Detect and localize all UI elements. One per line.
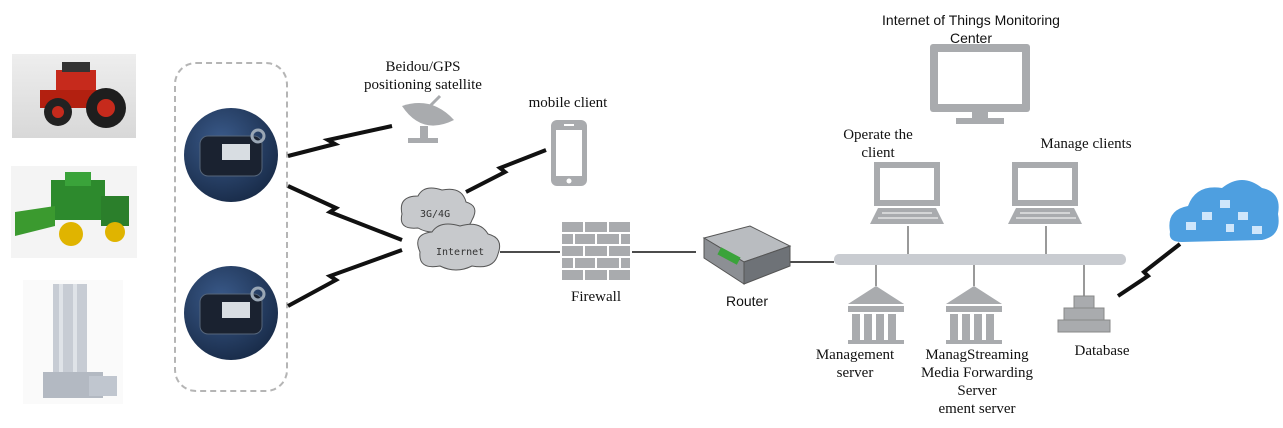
iot-center-label: Internet of Things Monitoring Center bbox=[882, 12, 1060, 46]
server-building-icon bbox=[946, 286, 1002, 344]
database-label: Database bbox=[1074, 343, 1130, 359]
streaming-server-label: ManagStreaming Media Forwarding Server e… bbox=[920, 347, 1034, 417]
mobile-phone-icon bbox=[551, 120, 587, 186]
brick-wall-icon bbox=[562, 222, 630, 280]
cloud-3g4g-label: 3G/4G bbox=[420, 209, 450, 220]
tractor-photo bbox=[12, 54, 136, 138]
gps-terminal-device bbox=[184, 108, 278, 202]
mobile-client-label: mobile client bbox=[528, 95, 608, 111]
management-server-label: Management server bbox=[815, 347, 895, 381]
terminal-group-box bbox=[174, 62, 288, 392]
wireless-link bbox=[287, 184, 403, 242]
large-monitor-icon bbox=[930, 44, 1030, 124]
firewall-label: Firewall bbox=[571, 289, 621, 305]
cloud-network-icon bbox=[1169, 180, 1279, 242]
database-stack-icon bbox=[1057, 295, 1111, 333]
manage-clients-label: Manage clients bbox=[1040, 136, 1132, 152]
network-bus bbox=[834, 254, 1126, 265]
desktop-computer-icon bbox=[870, 162, 944, 224]
grain-dryer-tower-photo bbox=[23, 280, 123, 404]
gps-terminal-device bbox=[184, 266, 278, 360]
cloud-internet-label: Internet bbox=[436, 247, 484, 258]
wireless-link bbox=[287, 124, 393, 158]
satellite-label: Beidou/GPS positioning satellite bbox=[364, 59, 482, 93]
wireless-link bbox=[1116, 242, 1182, 298]
wireless-link bbox=[287, 248, 403, 308]
router-label: Router bbox=[725, 293, 769, 309]
satellite-dish-icon bbox=[402, 94, 454, 143]
server-building-icon bbox=[848, 286, 904, 344]
wireless-link bbox=[465, 148, 547, 194]
operate-client-label: Operate the client bbox=[843, 127, 913, 161]
desktop-computer-icon bbox=[1008, 162, 1082, 224]
cloud-internet-icon bbox=[417, 223, 501, 271]
cloud-3g4g-icon bbox=[400, 187, 476, 233]
router-icon bbox=[702, 225, 792, 285]
combine-harvester-photo bbox=[11, 166, 137, 258]
